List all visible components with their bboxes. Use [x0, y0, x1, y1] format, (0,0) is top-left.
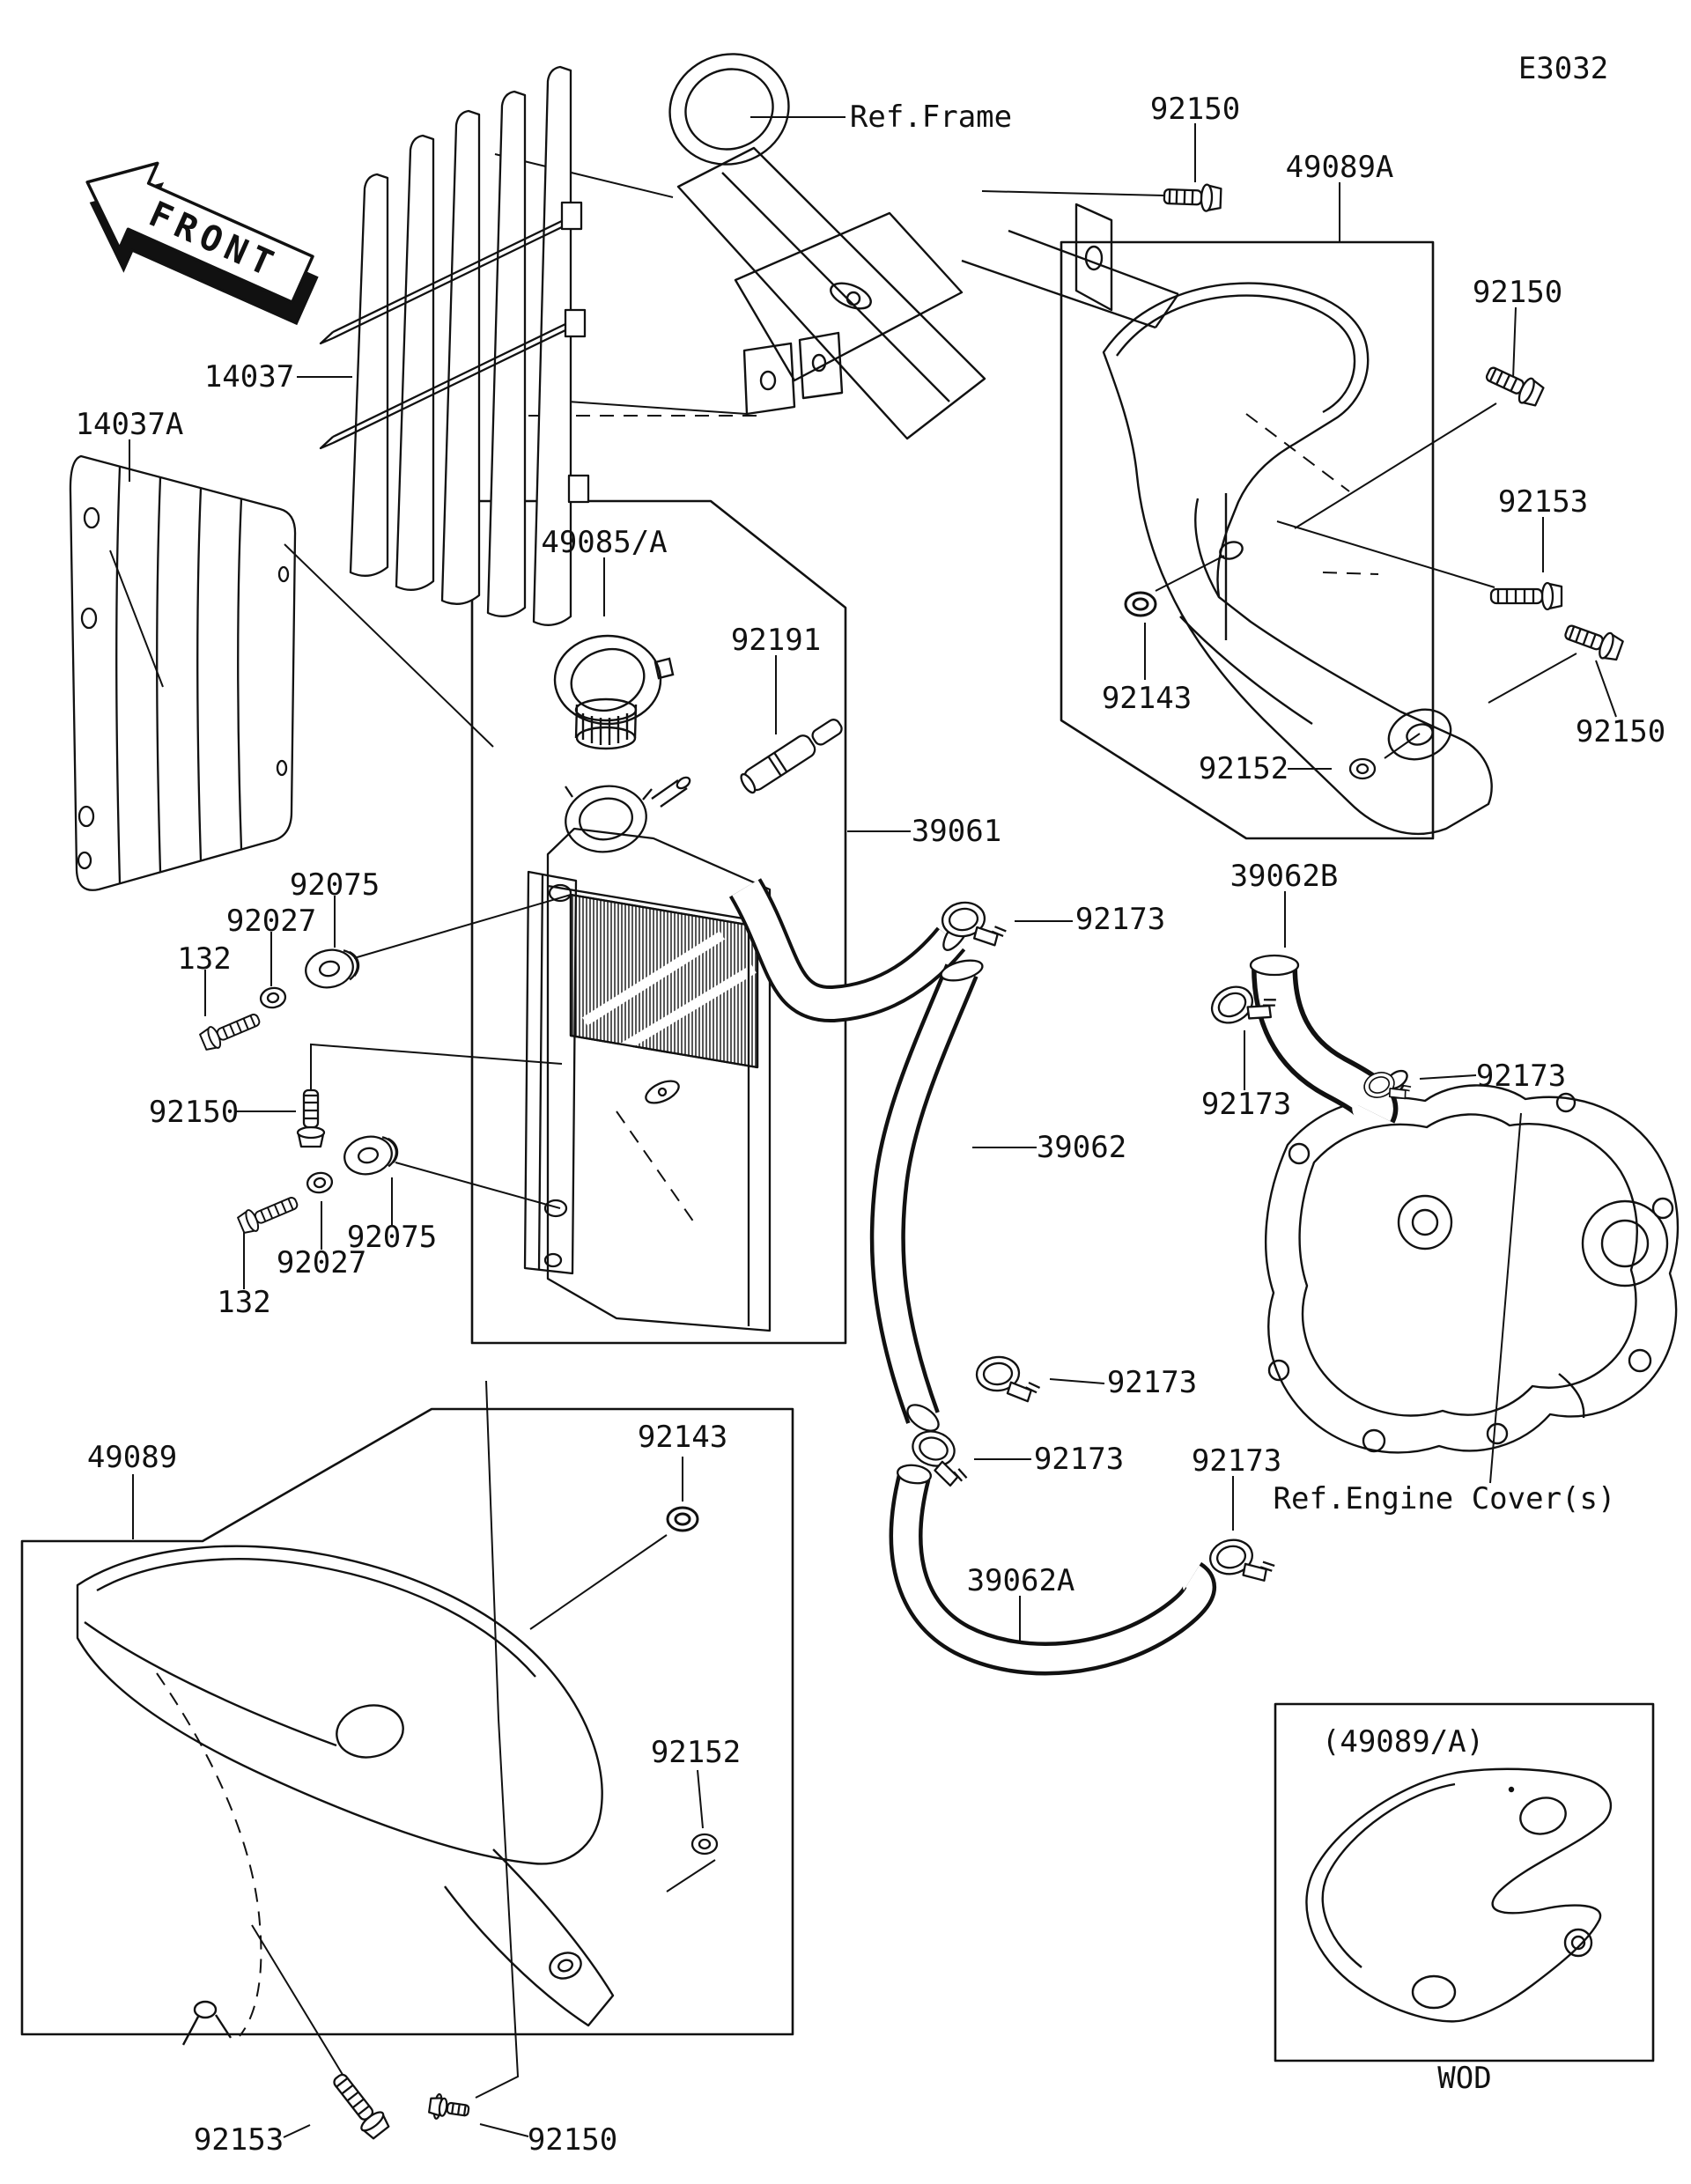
front-arrow-face — [85, 161, 314, 304]
part-label-92152-right: 92152 — [1198, 751, 1289, 786]
part-label-92173-mid-b: 92173 — [1033, 1442, 1125, 1477]
radiator-cap-49085 — [553, 634, 675, 750]
washer-92027-lower — [305, 1169, 335, 1196]
part-label-132-lower: 132 — [217, 1285, 271, 1320]
part-label-92191: 92191 — [730, 623, 822, 658]
clamp-92173-hose-a — [1206, 1531, 1279, 1592]
inset-shroud-art — [1305, 1767, 1613, 2023]
part-label-92152-left: 92152 — [650, 1735, 742, 1770]
part-label-ref-engine-cover: Ref.Engine Cover(s) — [1273, 1481, 1616, 1516]
part-label-92027-upper: 92027 — [225, 904, 317, 939]
grommet-92075-lower — [340, 1130, 402, 1180]
part-label-49089a-inset: (49089/A) — [1321, 1724, 1485, 1760]
bolt-92153-bottom — [326, 2068, 393, 2142]
engine-cover-drawing — [1264, 1069, 1680, 1454]
part-label-132-upper: 132 — [177, 941, 232, 977]
box-49089a — [1060, 240, 1435, 840]
screw-92150-bottom — [427, 2092, 471, 2124]
washer-92027-upper — [258, 985, 288, 1011]
hose-39062a — [889, 1464, 1216, 1676]
grommet-92143-left — [666, 1506, 699, 1532]
bolt-132-upper — [197, 1007, 264, 1053]
radiator-screen-14037 — [319, 65, 590, 626]
part-label-92153-right: 92153 — [1497, 484, 1589, 520]
box-49089 — [20, 1407, 794, 2036]
hose-39062 — [869, 959, 984, 1432]
overflow-pipe-92191 — [740, 719, 843, 794]
part-label-92173-hose-a: 92173 — [1191, 1443, 1282, 1479]
bolt-92153-right — [1489, 581, 1563, 611]
part-label-39062b: 39062B — [1229, 859, 1339, 894]
part-label-92027-lower: 92027 — [276, 1245, 367, 1280]
box-49089a-inset — [1274, 1702, 1655, 2062]
part-label-49085a: 49085/A — [541, 525, 668, 560]
dashed-lines — [156, 413, 1379, 2037]
part-label-92143-right: 92143 — [1101, 681, 1193, 716]
part-label-92075-upper: 92075 — [289, 867, 380, 903]
hose-39062b — [1249, 954, 1399, 1124]
part-label-49089a: 49089A — [1285, 150, 1394, 185]
radiator-39061 — [523, 776, 772, 1332]
part-label-ref-frame: Ref.Frame — [849, 100, 1013, 135]
box-39061 — [470, 499, 847, 1345]
part-label-39062: 39062 — [1036, 1130, 1127, 1165]
callout-boxes — [20, 240, 1655, 2062]
louver-panel-14037a — [69, 454, 297, 891]
part-label-92150-right-lower: 92150 — [1575, 714, 1666, 749]
leader-lines — [109, 116, 1617, 2138]
part-label-92173-cover: 92173 — [1475, 1059, 1567, 1094]
part-label-92150-bottom: 92150 — [527, 2122, 618, 2158]
washer-92152-right — [1348, 757, 1377, 780]
part-label-14037: 14037 — [203, 359, 295, 395]
part-label-92150-left: 92150 — [148, 1095, 240, 1130]
grommet-92075-upper — [301, 943, 364, 993]
part-label-92075-lower: 92075 — [346, 1220, 438, 1255]
bolt-132-lower — [235, 1191, 302, 1236]
frame-drawing — [668, 53, 1179, 440]
part-label-92173-radiator: 92173 — [1074, 902, 1166, 937]
washer-92152-left — [690, 1833, 719, 1856]
part-label-92153-bottom: 92153 — [193, 2122, 284, 2158]
part-label-39061: 39061 — [911, 814, 1002, 849]
clamp-92173-mid-a — [974, 1352, 1042, 1407]
part-label-49089: 49089 — [86, 1440, 178, 1475]
part-label-92150-top: 92150 — [1149, 92, 1241, 127]
grommet-92143-right — [1124, 591, 1157, 617]
part-label-wod: WOD — [1437, 2061, 1492, 2096]
left-shroud-49089 — [76, 1545, 615, 2046]
right-shroud-49089a — [1102, 282, 1493, 836]
part-label-92150-right-upper: 92150 — [1472, 275, 1563, 310]
part-label-92173-elbow: 92173 — [1200, 1087, 1292, 1122]
part-label-14037a: 14037A — [75, 407, 184, 442]
part-label-39062a: 39062A — [966, 1563, 1075, 1598]
bolt-92150-top — [1163, 181, 1222, 213]
front-arrow: FRONT — [85, 161, 319, 326]
part-label-e3032: E3032 — [1517, 51, 1609, 86]
bolt-92150-left — [296, 1088, 326, 1148]
part-label-92143-left: 92143 — [637, 1420, 728, 1455]
part-label-92173-mid-a: 92173 — [1106, 1365, 1198, 1400]
